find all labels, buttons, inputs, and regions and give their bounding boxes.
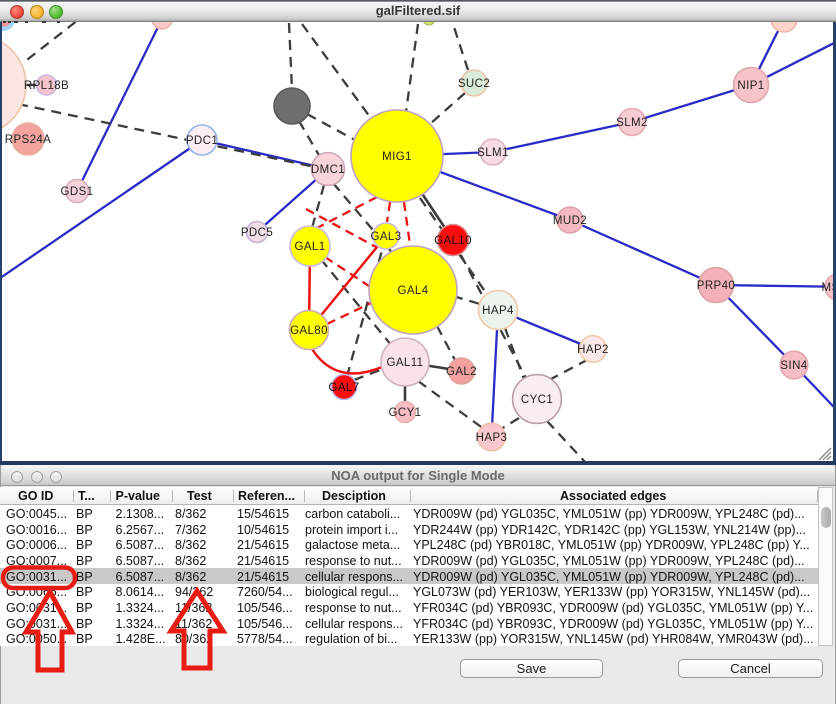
svg-text:NIP1: NIP1 bbox=[737, 80, 764, 92]
svg-text:GCY1: GCY1 bbox=[389, 407, 422, 419]
svg-text:GAL3: GAL3 bbox=[370, 231, 401, 243]
svg-text:MSB1: MSB1 bbox=[822, 282, 836, 294]
svg-text:SLM1: SLM1 bbox=[477, 147, 509, 159]
svg-text:GAL1: GAL1 bbox=[294, 241, 325, 253]
svg-text:HAP4: HAP4 bbox=[482, 305, 514, 317]
svg-text:PDC1: PDC1 bbox=[186, 135, 218, 147]
svg-text:GAL10: GAL10 bbox=[434, 235, 472, 247]
svg-text:PRP40: PRP40 bbox=[697, 280, 735, 292]
svg-text:SLM2: SLM2 bbox=[616, 117, 648, 129]
svg-text:MIG1: MIG1 bbox=[382, 151, 412, 163]
svg-text:RPS24A: RPS24A bbox=[5, 134, 52, 146]
svg-text:MUD2: MUD2 bbox=[553, 215, 587, 227]
svg-text:GAL11: GAL11 bbox=[387, 357, 424, 369]
svg-text:RPL18B: RPL18B bbox=[24, 80, 69, 92]
svg-text:DMC1: DMC1 bbox=[311, 164, 345, 176]
svg-text:CYC1: CYC1 bbox=[521, 394, 553, 406]
svg-text:GAL4: GAL4 bbox=[397, 285, 428, 297]
svg-text:SIN4: SIN4 bbox=[780, 360, 807, 372]
svg-text:GDS1: GDS1 bbox=[61, 186, 94, 198]
svg-text:PDC5: PDC5 bbox=[241, 227, 273, 239]
svg-text:HAP2: HAP2 bbox=[577, 344, 609, 356]
svg-text:GAL2: GAL2 bbox=[446, 366, 477, 378]
svg-text:GAL80: GAL80 bbox=[290, 325, 328, 337]
svg-text:SUC2: SUC2 bbox=[458, 78, 490, 90]
svg-text:GAL7: GAL7 bbox=[328, 382, 359, 394]
svg-text:HAP3: HAP3 bbox=[476, 432, 508, 444]
